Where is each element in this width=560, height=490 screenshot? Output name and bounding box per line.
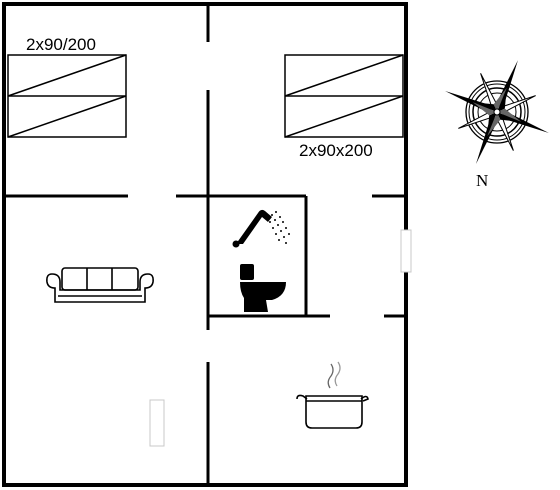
window [149, 399, 165, 447]
windows [149, 229, 412, 447]
compass-north-label: N [476, 171, 489, 190]
bed-size-label-left: 2x90/200 [26, 35, 96, 54]
toilet-icon [240, 264, 286, 312]
interior-walls [4, 4, 406, 485]
sofa-icon [46, 267, 154, 303]
bed-icon [284, 54, 404, 138]
cooking-pot-icon [296, 361, 369, 429]
outer-walls [2, 2, 408, 487]
compass-rose-icon [445, 60, 549, 164]
shower-icon [232, 209, 290, 248]
window [400, 229, 412, 273]
bed-icon [7, 54, 127, 138]
bed-size-label-right: 2x90x200 [299, 141, 373, 160]
